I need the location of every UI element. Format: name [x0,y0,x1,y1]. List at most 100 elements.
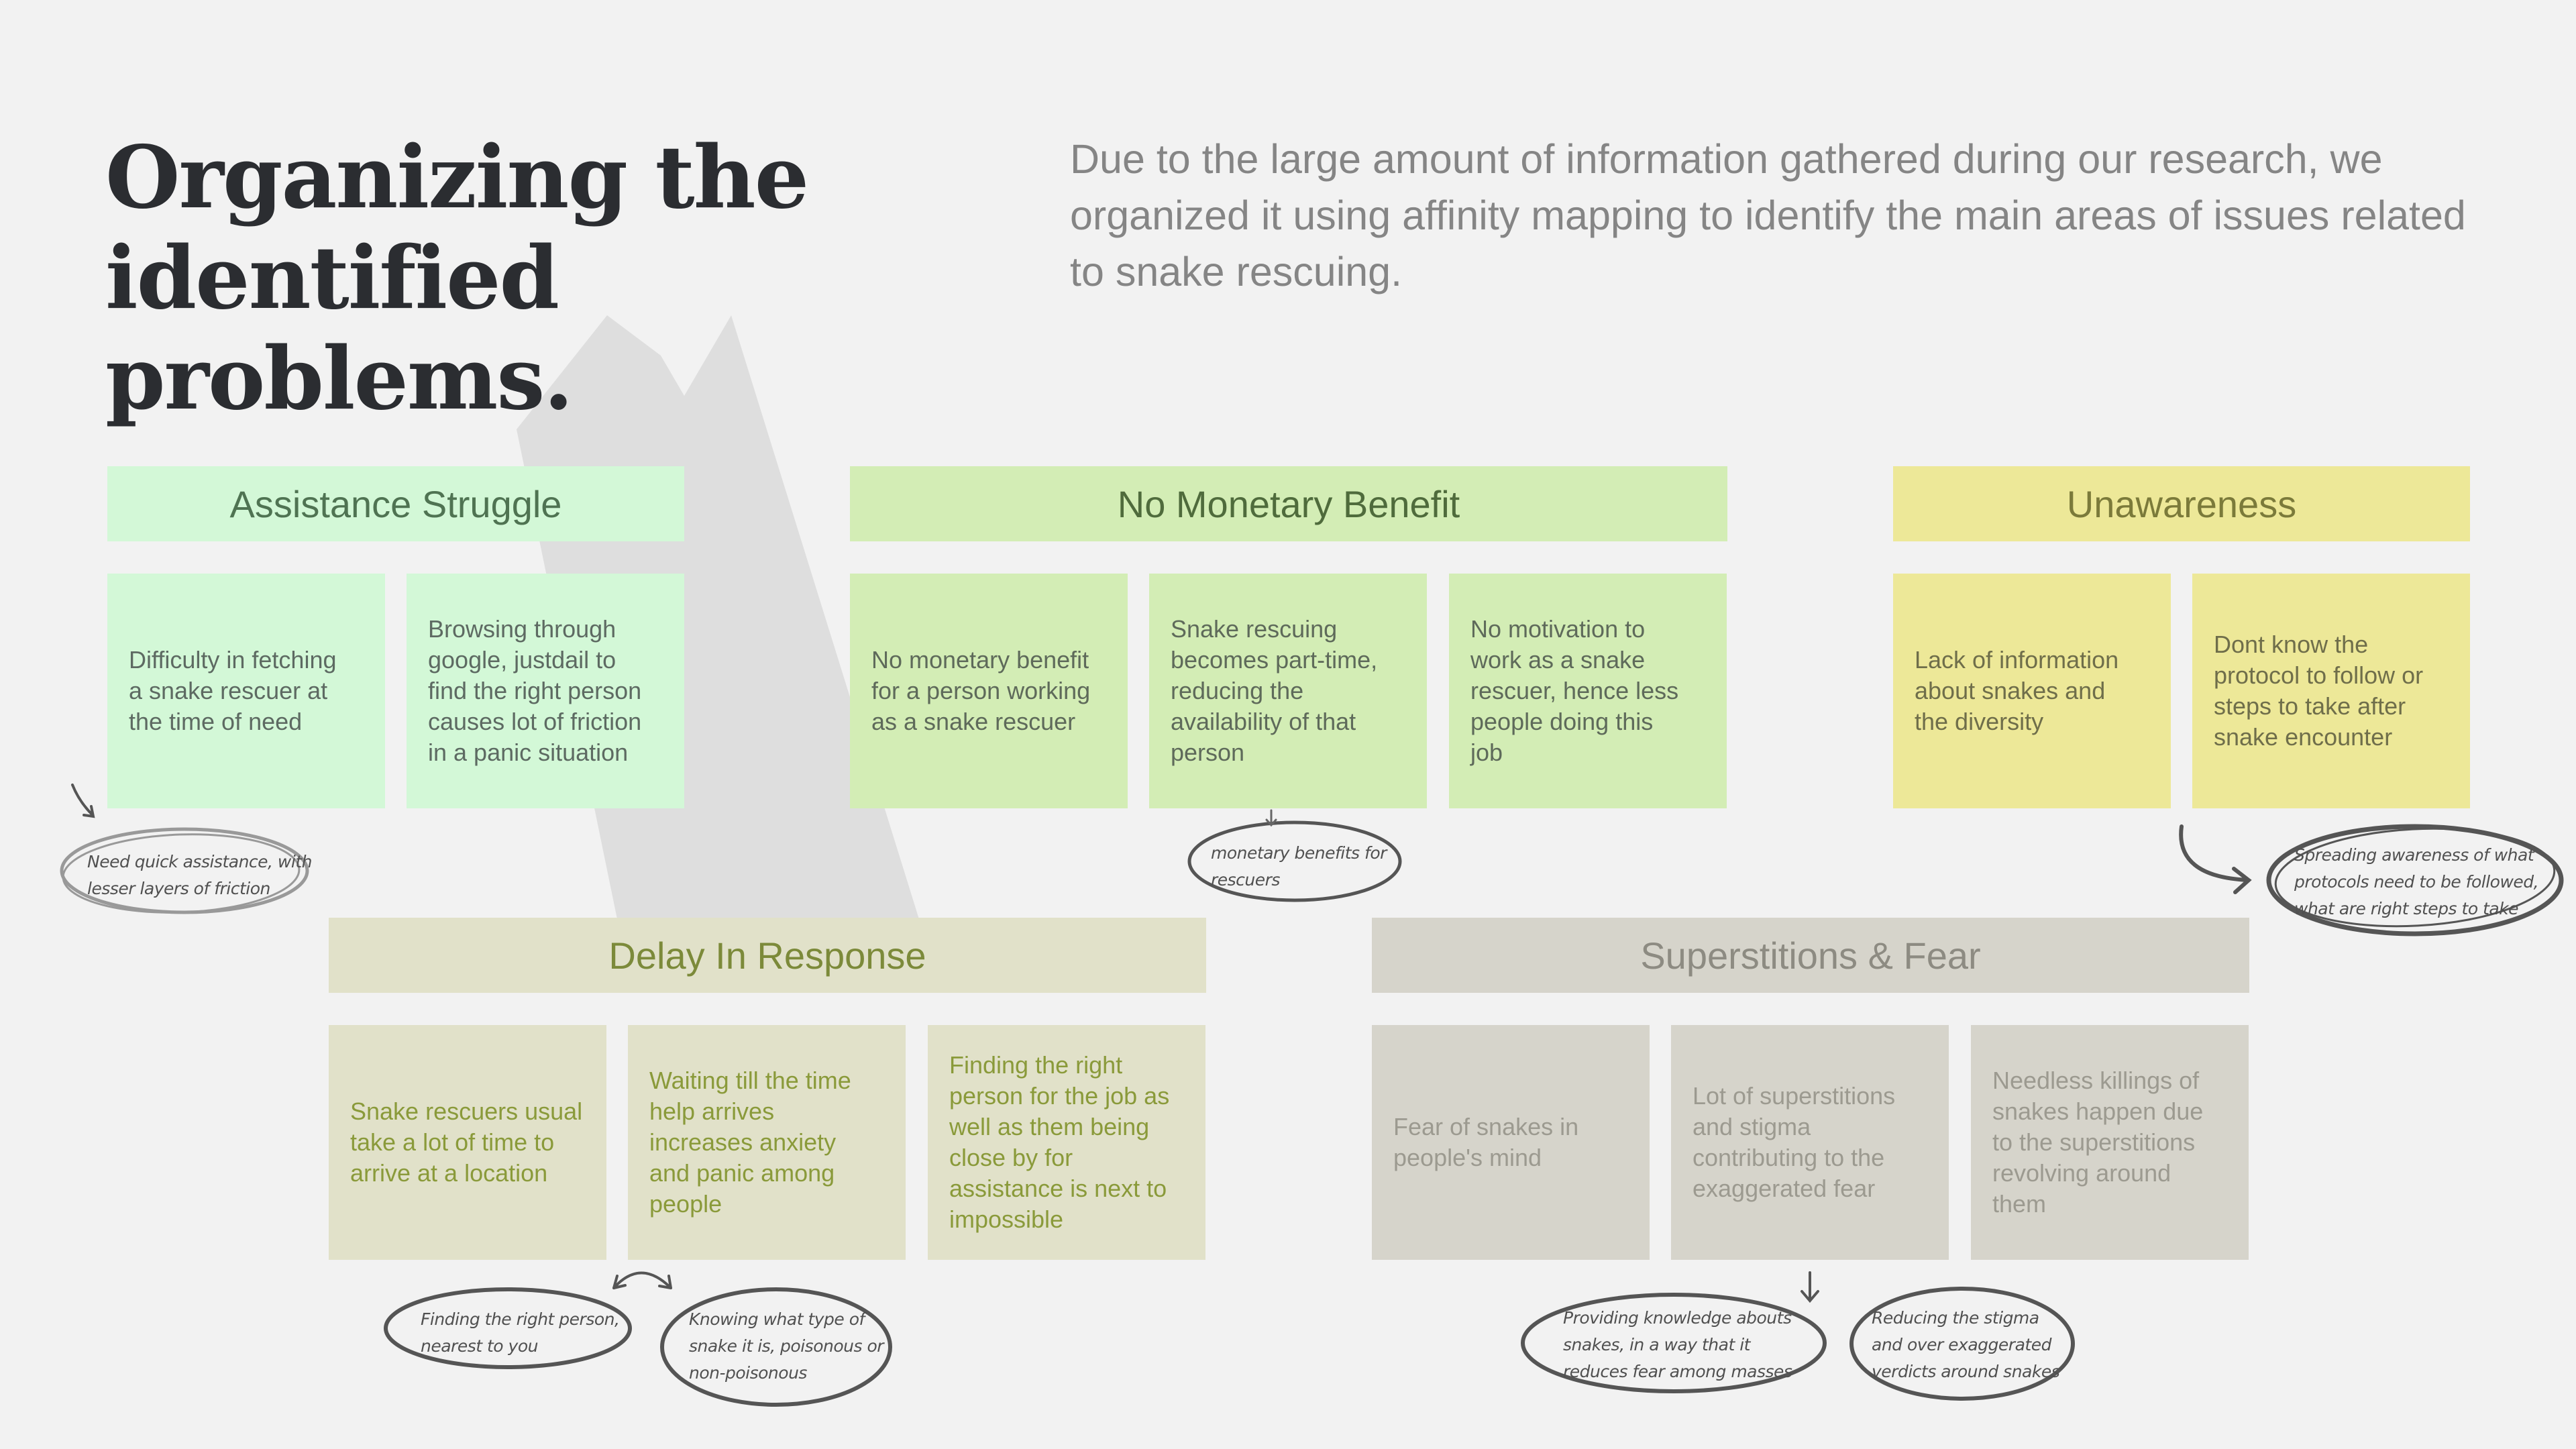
note-line: Dont know the [2214,631,2369,658]
note-line: the time of need [129,708,303,735]
note-text: No motivation to work as a snake rescuer… [1470,614,1678,768]
note-line: people doing this [1470,708,1654,735]
page-title-line-1: Organizing the [105,127,809,228]
note-text: Dont know the protocol to follow or step… [2214,629,2423,753]
note-line: job [1470,739,1503,766]
sticky-note: Difficulty in fetching a snake rescuer a… [107,574,385,808]
group-header-delay-in-response: Delay In Response [329,918,1206,993]
note-line: snake encounter [2214,723,2393,751]
note-line: increases anxiety [649,1128,837,1156]
note-text: Snake rescuing becomes part-time, reduci… [1171,614,1377,768]
note-line: for a person working [871,677,1091,704]
note-line: availability of that [1171,708,1356,735]
note-line: snakes happen due [1992,1097,2204,1125]
insight-note-superstitions-1: Providing knowledge abouts snakes, in a … [1563,1305,1805,1385]
insight-note-assistance: Need quick assistance, with lesser layer… [87,849,315,902]
note-text: Lot of superstitions and stigma contribu… [1693,1081,1895,1204]
note-line: Snake rescuing [1171,615,1338,643]
note-line: Lot of superstitions [1693,1082,1896,1110]
note-line: Needless killings of [1992,1067,2200,1094]
note-line: them [1992,1190,2047,1218]
sticky-note: Dont know the protocol to follow or step… [2192,574,2470,808]
insight-line: Reducing the stigma [1872,1308,2039,1328]
insight-line: Finding the right person, [421,1309,620,1329]
note-line: the diversity [1915,708,2044,735]
insight-line: what are right steps to take [2294,899,2519,918]
insight-line: verdicts around snakes [1872,1362,2060,1381]
note-line: person [1171,739,1245,766]
insight-note-monetary: monetary benefits for rescuers [1211,840,1405,894]
note-line: No motivation to [1470,615,1646,643]
note-line: reducing the [1171,677,1304,704]
sticky-note: Snake rescuing becomes part-time, reduci… [1149,574,1427,808]
note-text: Snake rescuers usual take a lot of time … [350,1096,582,1189]
note-line: Finding the right [949,1051,1123,1079]
note-line: and panic among [649,1159,835,1187]
sticky-note: Lot of superstitions and stigma contribu… [1671,1025,1949,1260]
group-header-unawareness: Unawareness [1893,466,2470,541]
insight-line: protocols need to be followed, [2294,872,2539,892]
intro-paragraph: Due to the large amount of information g… [1070,136,2466,294]
note-line: people's mind [1393,1144,1542,1171]
note-line: close by for [949,1144,1073,1171]
group-header-no-monetary-benefit: No Monetary Benefit [850,466,1727,541]
note-line: as a snake rescuer [871,708,1076,735]
sticky-note: Finding the right person for the job as … [928,1025,1205,1260]
insight-line: Providing knowledge abouts [1563,1308,1792,1328]
insight-line: rescuers [1211,870,1280,890]
note-line: Snake rescuers usual [350,1097,583,1125]
sticky-note: Browsing through google, justdail to fin… [407,574,684,808]
sticky-note: Needless killings of snakes happen due t… [1971,1025,2249,1260]
insight-line: snake it is, poisonous or [689,1336,884,1356]
insight-note-delay-2: Knowing what type of snake it is, poison… [689,1306,897,1387]
note-line: No monetary benefit [871,646,1089,674]
page-title: Organizing the identified problems. [105,127,1044,429]
note-text: Lack of information about snakes and the… [1915,645,2118,737]
note-line: rescuer, hence less [1470,677,1679,704]
sticky-note: Fear of snakes in people's mind [1372,1025,1650,1260]
sticky-note: No monetary benefit for a person working… [850,574,1128,808]
insight-line: and over exaggerated [1872,1335,2051,1354]
note-text: No monetary benefit for a person working… [871,645,1090,737]
note-line: well as them being [949,1113,1150,1140]
note-line: people [649,1190,722,1218]
note-text: Browsing through google, justdail to fin… [428,614,641,768]
note-line: Waiting till the time [649,1067,851,1094]
note-line: steps to take after [2214,692,2406,720]
note-line: about snakes and [1915,677,2106,704]
note-line: causes lot of friction [428,708,642,735]
note-line: google, justdail to [428,646,616,674]
insight-line: Need quick assistance, with [87,852,312,871]
note-line: protocol to follow or [2214,661,2424,689]
note-line: contributing to the [1693,1144,1885,1171]
note-line: find the right person [428,677,642,704]
note-line: Lack of information [1915,646,2119,674]
insight-line: Spreading awareness of what [2294,845,2534,865]
note-line: arrive at a location [350,1159,548,1187]
note-line: assistance is next to [949,1175,1167,1202]
note-text: Difficulty in fetching a snake rescuer a… [129,645,336,737]
note-line: in a panic situation [428,739,629,766]
note-line: Fear of snakes in [1393,1113,1579,1140]
insight-line: Knowing what type of [689,1309,865,1329]
note-text: Needless killings of snakes happen due t… [1992,1065,2203,1220]
note-line: a snake rescuer at [129,677,328,704]
sticky-note: Lack of information about snakes and the… [1893,574,2171,808]
page-title-line-2: identified problems. [105,228,574,429]
note-text: Fear of snakes in people's mind [1393,1112,1578,1173]
insight-line: monetary benefits for [1211,843,1387,863]
sticky-note: No motivation to work as a snake rescuer… [1449,574,1727,808]
note-line: revolving around [1992,1159,2171,1187]
note-line: take a lot of time to [350,1128,555,1156]
note-line: impossible [949,1205,1064,1233]
note-line: work as a snake [1470,646,1646,674]
insight-note-delay-1: Finding the right person, nearest to you [421,1306,629,1360]
note-text: Finding the right person for the job as … [949,1050,1169,1235]
note-line: help arrives [649,1097,775,1125]
sticky-note: Waiting till the time help arrives incre… [628,1025,906,1260]
note-line: and stigma [1693,1113,1811,1140]
insight-line: reduces fear among masses [1563,1362,1792,1381]
insight-line: lesser layers of friction [87,879,270,898]
note-line: Browsing through [428,615,616,643]
note-line: person for the job as [949,1082,1170,1110]
